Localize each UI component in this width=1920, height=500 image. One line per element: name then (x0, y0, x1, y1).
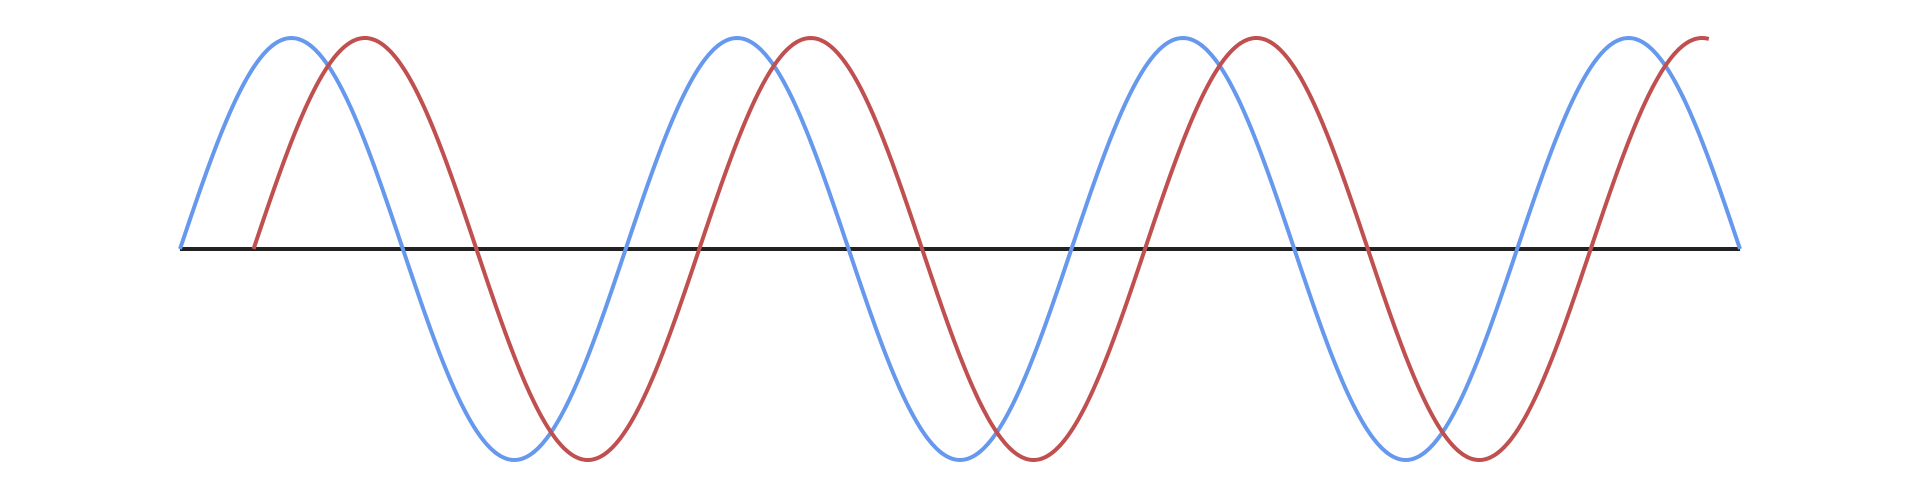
red-sine-series (251, 36, 1710, 462)
blue-sine-series (178, 36, 1742, 462)
